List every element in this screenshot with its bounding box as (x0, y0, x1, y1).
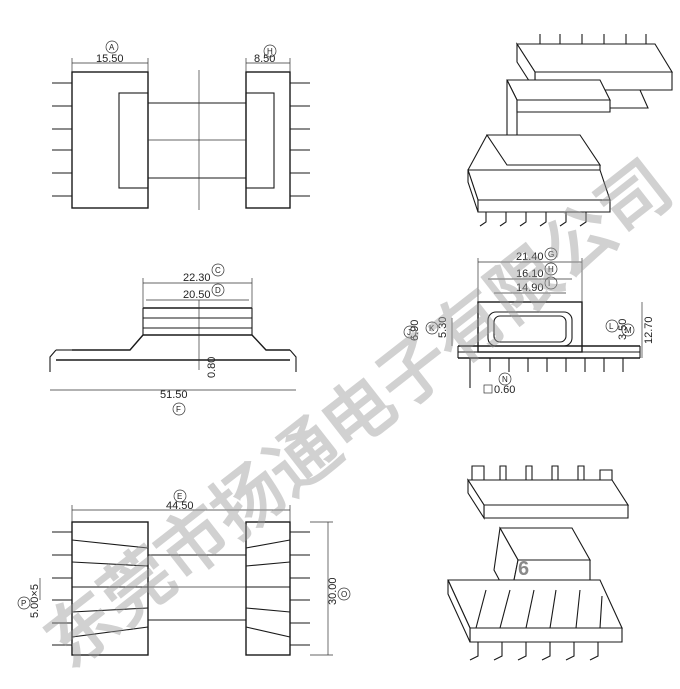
dim-a-value: 15.50 (96, 53, 124, 65)
dim-n-value: 0.60 (494, 384, 515, 396)
bottom-view: 44.50 E 5.00×5 P 30.00 O (17, 489, 351, 656)
dim-h2-value: 16.10 (516, 268, 544, 280)
dim-thickness-value: 0.80 (206, 357, 218, 378)
dim-g-tag: G (548, 250, 554, 259)
dim-o-tag: O (341, 590, 347, 599)
dim-j-value: 6.90 (409, 320, 421, 341)
dim-m-tag: M (625, 326, 632, 335)
dim-m-value: 12.70 (643, 316, 655, 344)
dim-c-value: 22.30 (183, 272, 211, 284)
isometric-view-top (467, 34, 673, 227)
dim-a-tag: A (109, 43, 115, 52)
front-view: 22.30 C 20.50 D 0.80 51.50 F (49, 263, 297, 416)
dim-o-value: 30.00 (327, 577, 339, 605)
side-view: 21.40 G 16.10 H 14.90 I 6.90 J 5.30 K 3.… (403, 247, 655, 396)
dim-h-value: 8.50 (254, 53, 275, 65)
dim-i-tag: I (548, 279, 550, 288)
dim-f-tag: F (176, 405, 181, 414)
dim-p-value: 5.00×5 (29, 584, 41, 618)
dim-f-value: 51.50 (160, 389, 188, 401)
dim-c-tag: C (215, 266, 221, 275)
dim-i-value: 14.90 (516, 282, 544, 294)
dim-d-tag: D (215, 286, 221, 295)
dim-h2-tag: H (548, 265, 554, 274)
dim-k-tag: K (429, 324, 435, 333)
dim-e-tag: E (177, 492, 182, 501)
dim-l-tag: L (609, 322, 614, 331)
page-number: 6 (518, 558, 529, 580)
dim-d-value: 20.50 (183, 289, 211, 301)
dim-j-tag: J (407, 328, 411, 337)
isometric-view-bottom: 6 (447, 465, 630, 661)
dim-h-tag: H (267, 47, 273, 56)
dim-k-value: 5.30 (437, 317, 449, 338)
dim-l-value: 3.50 (617, 319, 629, 340)
dim-p-tag: P (21, 599, 26, 608)
dim-e-value: 44.50 (166, 500, 194, 512)
dim-n-tag: N (502, 375, 508, 384)
top-view: 15.50 A 8.50 H (52, 40, 310, 210)
dim-g-value: 21.40 (516, 251, 544, 263)
